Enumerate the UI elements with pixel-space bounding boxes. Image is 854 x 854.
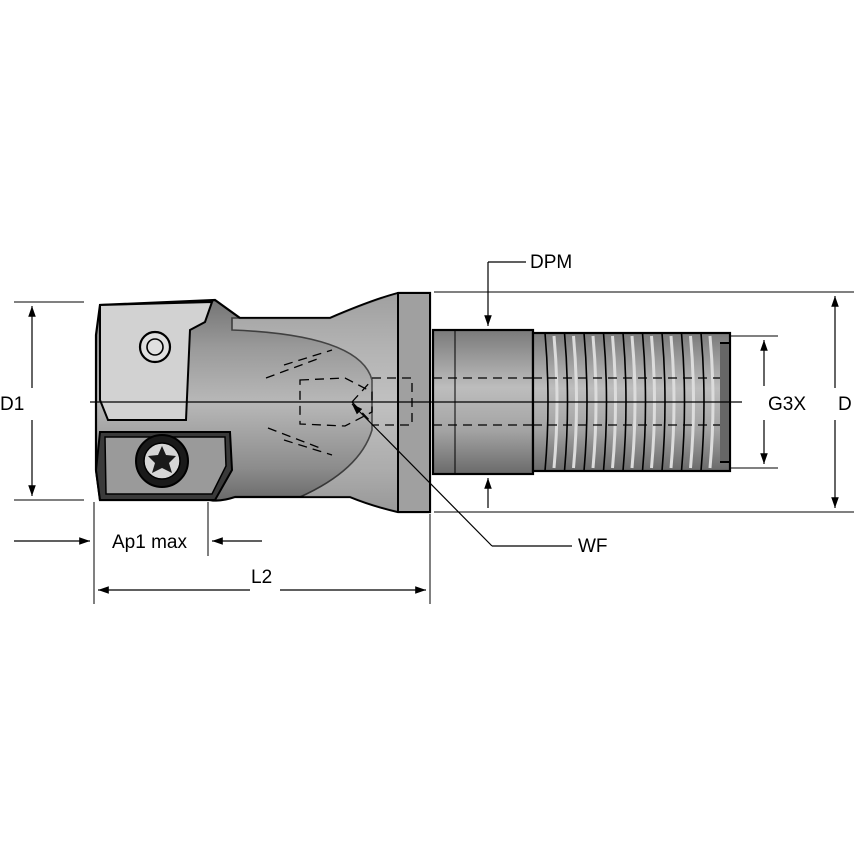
- dimension-d1: [14, 301, 84, 501]
- wf-label: WF: [578, 536, 608, 557]
- g3x-label: G3X: [768, 394, 806, 415]
- dimension-g3x: [730, 335, 778, 469]
- dimension-dpm: [484, 261, 526, 508]
- d1-label: D1: [0, 394, 24, 415]
- d-label: D: [838, 394, 852, 415]
- ap1-max-label: Ap1 max: [112, 532, 187, 553]
- cutter-head: [94, 291, 432, 514]
- dimension-wf: [351, 403, 572, 547]
- dimension-d: [434, 291, 854, 513]
- dpm-label: DPM: [530, 252, 572, 273]
- dimension-l2: [98, 514, 431, 604]
- l2-label: L2: [251, 567, 272, 588]
- upper-screw-icon: [138, 330, 172, 364]
- dimension-ap1-max: [14, 502, 262, 604]
